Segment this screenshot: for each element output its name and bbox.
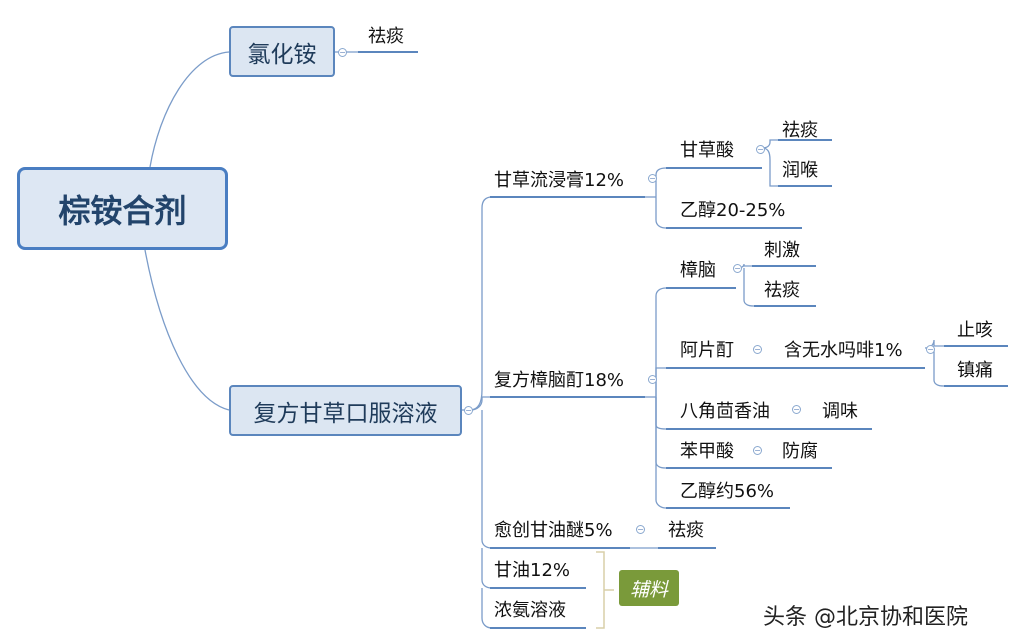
node-camphor-tincture[interactable]: 复方樟脑酊18% — [494, 370, 625, 391]
node-anhydrous-morphine[interactable]: 含无水吗啡1% — [784, 340, 903, 361]
node-antitussive[interactable]: 止咳 — [957, 320, 993, 341]
node-glycerol[interactable]: 甘油12% — [494, 560, 571, 581]
collapse-icon[interactable]: − — [648, 375, 657, 384]
collapse-icon[interactable]: − — [792, 405, 801, 414]
auxiliary-bracket — [596, 551, 614, 629]
collapse-icon[interactable]: − — [753, 345, 762, 354]
node-ammonia-solution[interactable]: 浓氨溶液 — [494, 600, 566, 621]
branch-compound-licorice[interactable]: 复方甘草口服溶液 — [229, 385, 462, 436]
node-ethanol-20-25[interactable]: 乙醇20-25% — [680, 200, 786, 221]
node-ethanol-56[interactable]: 乙醇约56% — [680, 481, 775, 502]
node-benzoic-acid[interactable]: 苯甲酸 — [680, 441, 734, 462]
node-expectorant-2[interactable]: 祛痰 — [782, 120, 818, 141]
watermark: 头条 @北京协和医院 — [763, 605, 968, 630]
node-glycyrrhizic-acid[interactable]: 甘草酸 — [680, 140, 734, 161]
node-irritant[interactable]: 刺激 — [764, 240, 800, 261]
collapse-icon[interactable]: − — [733, 264, 742, 273]
collapse-icon[interactable]: − — [926, 345, 935, 354]
node-guaifenesin[interactable]: 愈创甘油醚5% — [494, 520, 613, 541]
node-licorice-extract[interactable]: 甘草流浸膏12% — [494, 170, 625, 191]
collapse-icon[interactable]: − — [338, 48, 347, 57]
node-flavoring[interactable]: 调味 — [822, 401, 858, 422]
node-camphor[interactable]: 樟脑 — [680, 260, 716, 281]
node-soothe-throat[interactable]: 润喉 — [782, 160, 818, 181]
node-expectorant-1[interactable]: 祛痰 — [368, 26, 404, 47]
collapse-icon[interactable]: − — [464, 406, 473, 415]
auxiliary-tag[interactable]: 辅料 — [619, 570, 679, 606]
node-star-anise-oil[interactable]: 八角茴香油 — [680, 401, 770, 422]
node-opium-tincture[interactable]: 阿片酊 — [680, 340, 734, 361]
node-expectorant-4[interactable]: 祛痰 — [668, 520, 704, 541]
collapse-icon[interactable]: − — [648, 174, 657, 183]
branch-ammonium-chloride[interactable]: 氯化铵 — [229, 26, 335, 77]
node-preservative[interactable]: 防腐 — [782, 441, 818, 462]
collapse-icon[interactable]: − — [756, 145, 765, 154]
collapse-icon[interactable]: − — [753, 446, 762, 455]
collapse-icon[interactable]: − — [636, 525, 645, 534]
node-expectorant-3[interactable]: 祛痰 — [764, 280, 800, 301]
root-node[interactable]: 棕铵合剂 — [17, 167, 228, 250]
node-analgesic[interactable]: 镇痛 — [957, 360, 993, 381]
